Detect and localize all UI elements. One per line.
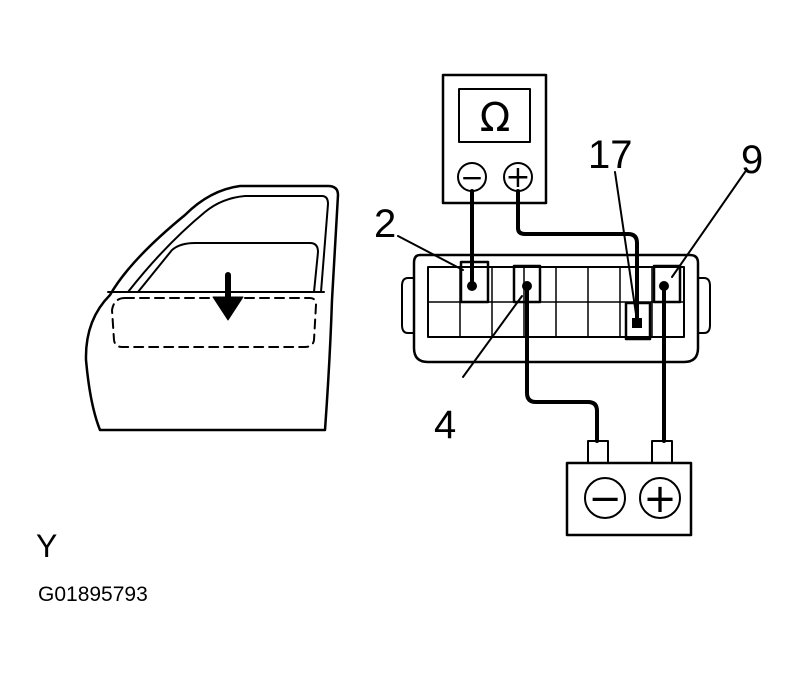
view-label: Y bbox=[36, 528, 58, 564]
pin-9-cell-highlight bbox=[652, 264, 682, 304]
ohm-symbol: Ω bbox=[480, 95, 511, 141]
connector-body bbox=[412, 253, 700, 364]
connector-left-ear bbox=[401, 277, 415, 334]
battery-pos-sign: + bbox=[643, 476, 677, 522]
down-arrow-icon bbox=[212, 272, 244, 321]
window-glass-edge bbox=[137, 242, 319, 293]
battery-neg-post bbox=[587, 440, 609, 464]
pin-9-probe-dot bbox=[659, 281, 669, 291]
door-outline bbox=[84, 184, 340, 432]
pin-2-probe-dot bbox=[467, 281, 477, 291]
pin-label-17: 17 bbox=[588, 133, 633, 177]
ohmmeter-neg-sign: − bbox=[460, 161, 483, 194]
ohmmeter-display bbox=[458, 88, 531, 143]
door-frame-inner bbox=[127, 195, 329, 293]
battery-pos-post bbox=[651, 440, 673, 464]
window-lowered-outline bbox=[111, 297, 317, 348]
battery-neg-sign: − bbox=[588, 476, 622, 522]
door-illustration bbox=[84, 184, 340, 432]
battery-neg-icon bbox=[584, 477, 626, 519]
pin-label-2: 2 bbox=[374, 202, 397, 246]
battery-body bbox=[565, 461, 693, 537]
pin-2-cell-highlight bbox=[459, 260, 490, 304]
pin-17-probe-dot bbox=[632, 318, 642, 328]
pin-label-9: 9 bbox=[741, 138, 764, 182]
leader-lines bbox=[397, 171, 746, 378]
lead-meter-pos-to-pin-17 bbox=[516, 189, 639, 326]
pin-label-4: 4 bbox=[434, 403, 457, 447]
ohmmeter-pos-sign: + bbox=[505, 160, 530, 195]
ohmmeter bbox=[441, 73, 548, 205]
figure-id: G01895793 bbox=[38, 583, 148, 606]
ohmmeter-body bbox=[441, 73, 548, 205]
battery-pos-icon bbox=[639, 477, 681, 519]
connection-points bbox=[467, 281, 669, 328]
pin-4-probe-dot bbox=[522, 281, 532, 291]
lead-pin-4-to-battery-neg bbox=[525, 284, 599, 443]
connector bbox=[401, 253, 711, 364]
test-leads bbox=[470, 189, 666, 443]
connector-right-ear bbox=[697, 277, 711, 334]
